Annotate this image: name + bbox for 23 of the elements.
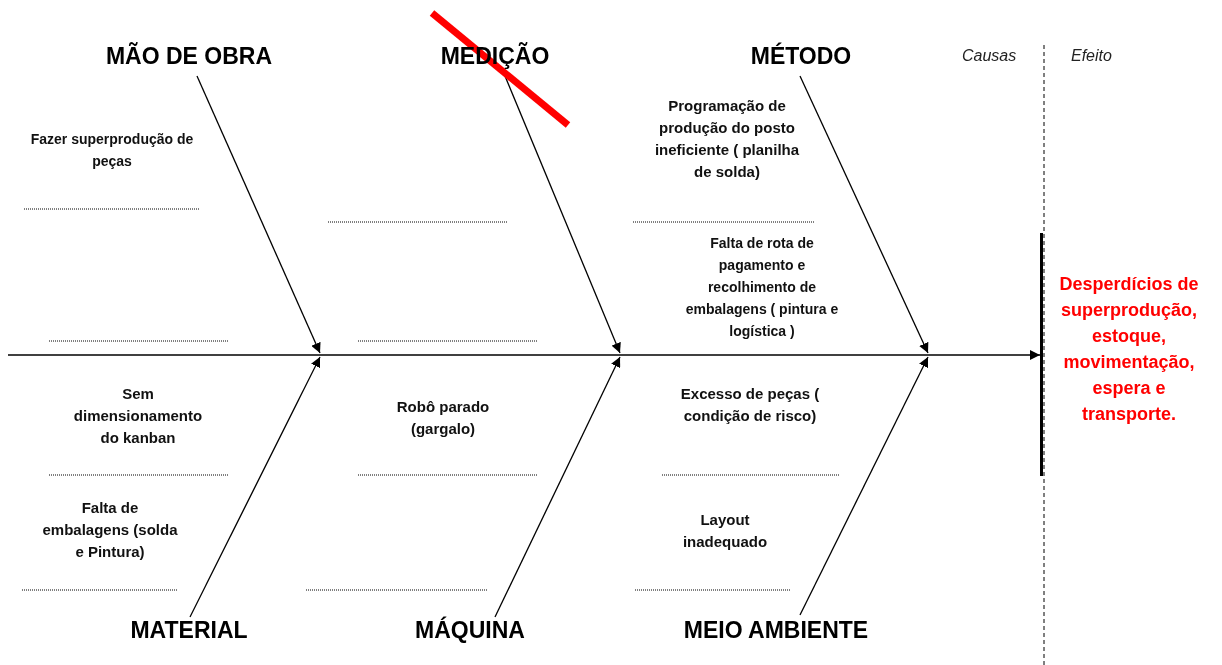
column-heading: Efeito	[1071, 47, 1112, 65]
column-heading: Causas	[962, 47, 1017, 65]
cause-text: Programação de produção do posto ineficiente ( planilha de solda)	[653, 96, 801, 182]
cause-text: Layout inadequado	[681, 510, 769, 552]
cause-text: Sem dimensionamento do kanban	[72, 384, 204, 448]
category-label: MÁQUINA	[415, 617, 525, 644]
cause-text: Robô parado (gargalo)	[395, 397, 491, 439]
arrow	[799, 75, 929, 354]
arrow	[189, 356, 321, 618]
category-label: MATERIAL	[130, 617, 248, 644]
category-label: MÃO DE OBRA	[105, 43, 273, 70]
effect-text: Desperdícios de superprodução, estoque, movimentação, espera e transporte.	[1058, 273, 1200, 426]
cause-text: Falta de embalagens (solda e Pintura)	[41, 498, 179, 562]
arrow	[799, 356, 929, 616]
cause-text: Excesso de peças ( condição de risco)	[679, 384, 821, 426]
category-label: MÉTODO	[750, 43, 852, 70]
cause-text: Fazer superprodução de peças	[29, 130, 195, 171]
arrow	[196, 75, 321, 354]
arrow	[494, 356, 621, 618]
category-label: MEIO AMBIENTE	[683, 617, 869, 644]
arrow	[7, 350, 1041, 360]
arrow	[504, 75, 621, 354]
cause-text: Falta de rota de pagamento e recolhimento de embalagens ( pintura e logística )	[684, 234, 840, 341]
